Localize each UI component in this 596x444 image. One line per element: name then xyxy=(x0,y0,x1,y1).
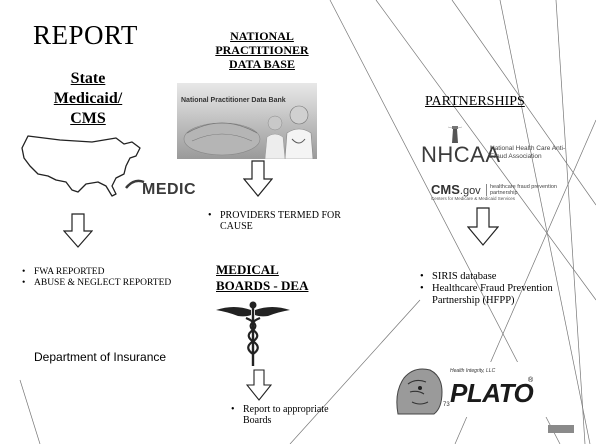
state-heading-line3: CMS xyxy=(70,110,106,127)
us-map-icon xyxy=(21,135,141,197)
nhcaa-logo: NHCAA xyxy=(421,142,501,167)
plato-company: Health Integrity, LLC xyxy=(450,368,496,374)
npdb-heading-line1: NATIONAL xyxy=(230,29,294,43)
nhcaa-subtitle: National Health Care Anti-Fraud Associat… xyxy=(490,145,566,160)
state-medicaid-heading: State Medicaid/ CMS xyxy=(38,69,138,129)
list-item: FWA REPORTED xyxy=(22,267,192,278)
npdb-heading-line2: PRACTITIONER xyxy=(215,43,309,57)
partnerships-heading: PARTNERSHIPS xyxy=(425,94,525,109)
lighthouse-icon xyxy=(448,126,462,143)
list-item: Healthcare Fraud Prevention Partnership … xyxy=(420,283,580,307)
medic-swoosh-icon xyxy=(125,179,145,189)
down-arrow-icon xyxy=(243,160,273,197)
list-item: PROVIDERS TERMED FOR CAUSE xyxy=(208,210,348,232)
npdb-banner-caption: National Practitioner Data Bank xyxy=(181,97,286,104)
partnerships-bullet-list: SIRIS database Healthcare Fraud Preventi… xyxy=(420,271,580,307)
plato-logo xyxy=(390,362,560,417)
cms-gov-logo: CMS.gov xyxy=(431,182,481,197)
plato-wordmark: PLATO xyxy=(450,378,534,408)
npdb-heading: NATIONAL PRACTITIONER DATA BASE xyxy=(210,29,314,71)
medical-boards-line2: BOARDS - DEA xyxy=(216,278,309,293)
down-arrow-icon xyxy=(63,213,93,248)
medical-boards-line1: MEDICAL xyxy=(216,262,279,277)
state-heading-line2: Medicaid/ xyxy=(53,90,123,107)
left-bullet-list: FWA REPORTED ABUSE & NEGLECT REPORTED xyxy=(22,267,192,289)
medic-logo: MEDIC xyxy=(142,181,197,198)
down-arrow-icon xyxy=(467,207,499,246)
state-heading-line1: State xyxy=(70,70,106,87)
medical-boards-heading: MEDICAL BOARDS - DEA xyxy=(216,262,346,294)
slide-number: 73 xyxy=(443,402,450,408)
registered-mark: ® xyxy=(528,377,534,384)
npdb-banner-image: National Practitioner Data Bank xyxy=(177,83,317,159)
cms-subtitle: Centers for Medicare & Medicaid Services xyxy=(431,196,516,201)
list-item: Report to appropriate Boards xyxy=(231,404,351,426)
caduceus-icon xyxy=(216,301,290,366)
report-bullet-list: Report to appropriate Boards xyxy=(231,404,351,426)
hfpp-tagline: healthcare fraud prevention partnership xyxy=(486,184,560,196)
npdb-banner-art xyxy=(177,83,317,159)
cms-text: CMS xyxy=(431,182,460,197)
page-title: REPORT xyxy=(33,20,138,50)
department-of-insurance-label: Department of Insurance xyxy=(34,350,167,364)
npdb-bullet-list: PROVIDERS TERMED FOR CAUSE xyxy=(208,210,348,232)
cms-gov-text: .gov xyxy=(459,185,481,197)
plato-logo-art xyxy=(390,362,560,417)
list-item: ABUSE & NEGLECT REPORTED xyxy=(22,278,192,289)
npdb-heading-line3: DATA BASE xyxy=(229,57,295,71)
list-item: SIRIS database xyxy=(420,271,580,283)
down-arrow-icon xyxy=(246,369,272,401)
